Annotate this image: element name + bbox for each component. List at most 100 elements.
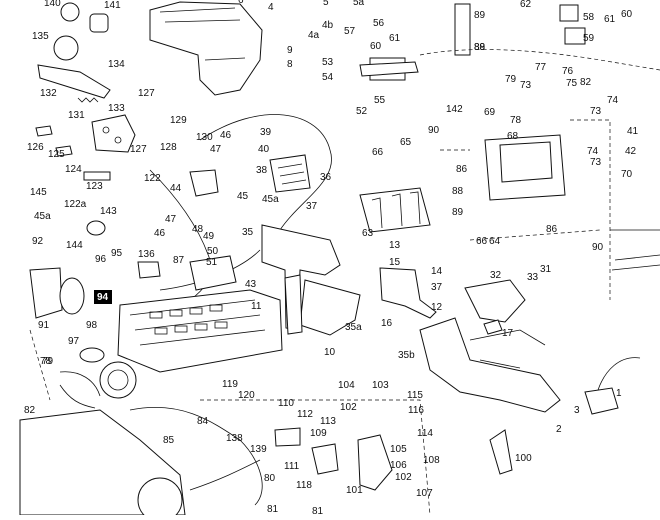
callout-6: 6 [238,0,244,6]
callout-label: 17 [502,328,514,339]
callout-59: 59 [583,33,595,44]
callout-92: 92 [32,236,44,247]
callout-91: 91 [38,320,50,331]
callout-label: 142 [446,104,463,115]
callout-label: 91 [38,320,50,331]
callout-label: 116 [408,405,424,416]
callout-label: 57 [344,26,356,37]
callout-label: 122a [64,199,87,210]
callout-label: 80 [264,473,276,484]
callout-label: 4 [268,2,274,13]
callout-1: 1 [616,388,622,399]
callout-127: 127 [138,88,155,99]
callout-label: 42 [625,146,637,157]
callout-125: 125 [48,149,65,160]
callout-89: 89 [474,10,486,21]
callout-label: 84 [197,416,209,427]
callout-114: 114 [417,428,433,439]
callout-107: 107 [416,488,433,499]
callout-label: 48 [192,224,204,235]
callout-141: 141 [104,0,121,11]
callout-79: 79 [505,74,517,85]
callout-84: 84 [197,416,209,427]
callout-63: 63 [362,228,374,239]
callout-96: 96 [95,254,107,265]
callout-5a: 5a [353,0,365,8]
callout-73: 73 [520,80,532,91]
callout-label: 54 [322,72,334,83]
callout-120: 120 [238,390,255,401]
callout-label: 43 [245,279,257,290]
callout-label: 86 [546,224,558,235]
callout-label: 100 [515,453,532,464]
callout-123: 123 [86,181,103,192]
callout-50: 50 [207,246,219,257]
callout-78: 78 [40,356,52,367]
callout-label: 60 [370,41,382,52]
callout-87: 87 [173,255,185,266]
callout-label: 102 [395,472,412,483]
callout-64: 64 [489,236,501,247]
callout-label: 45 [237,191,249,202]
callout-label: 12 [431,302,443,313]
callout-106: 106 [390,460,407,471]
callout-143: 143 [100,206,117,217]
callout-label: 61 [604,14,616,25]
callout-82: 82 [24,405,36,416]
callout-label: 140 [44,0,61,9]
callout-89: 89 [474,42,486,53]
callout-127: 127 [130,144,147,155]
callout-37: 37 [431,282,443,293]
callout-label: 53 [322,57,334,68]
callout-38: 38 [256,165,268,176]
callout-label: 15 [389,257,401,268]
callout-81: 81 [312,506,324,517]
callout-label: 56 [373,18,385,29]
callout-9: 9 [287,45,293,56]
callout-label: 101 [346,485,363,496]
callout-5: 5 [323,0,329,8]
callout-label: 130 [196,132,213,143]
callout-132: 132 [40,88,57,99]
callout-60: 60 [370,41,382,52]
callout-90: 90 [428,125,440,136]
callout-66: 66 [476,236,488,247]
callout-15: 15 [389,257,401,268]
callout-129: 129 [170,115,187,126]
callout-label: 128 [160,142,177,153]
callout-label: 81 [267,504,279,515]
callout-105: 105 [390,444,407,455]
callout-41: 41 [627,126,639,137]
callout-35: 35 [242,227,254,238]
callout-label: 112 [297,409,313,420]
callout-68: 68 [507,131,519,142]
callout-108: 108 [423,455,440,466]
callout-label: 90 [428,125,440,136]
callout-label: 115 [407,390,423,401]
callout-53: 53 [322,57,334,68]
callout-112: 112 [297,409,313,420]
callout-label: 92 [32,236,44,247]
callout-47: 47 [210,144,222,155]
callout-label: 13 [389,240,401,251]
callout-label: 6 [238,0,244,6]
highlight-box [94,290,112,304]
callout-102: 102 [395,472,412,483]
callout-label: 16 [381,318,393,329]
callout-label: 143 [100,206,117,217]
callout-49: 49 [203,231,215,242]
callout-60: 60 [621,9,633,20]
callout-45a: 45a [34,211,51,222]
callout-46: 46 [154,228,166,239]
callout-4b: 4b [322,20,334,31]
callout-label: 113 [320,416,336,427]
callout-label: 62 [520,0,532,10]
callout-14: 14 [431,266,443,277]
callout-label: 139 [250,444,267,455]
callout-label: 52 [356,106,368,117]
callout-62: 62 [520,0,532,10]
callout-76: 76 [562,66,574,77]
callout-43: 43 [245,279,257,290]
callout-94: 94 [94,290,112,304]
callout-label: 51 [206,257,218,268]
